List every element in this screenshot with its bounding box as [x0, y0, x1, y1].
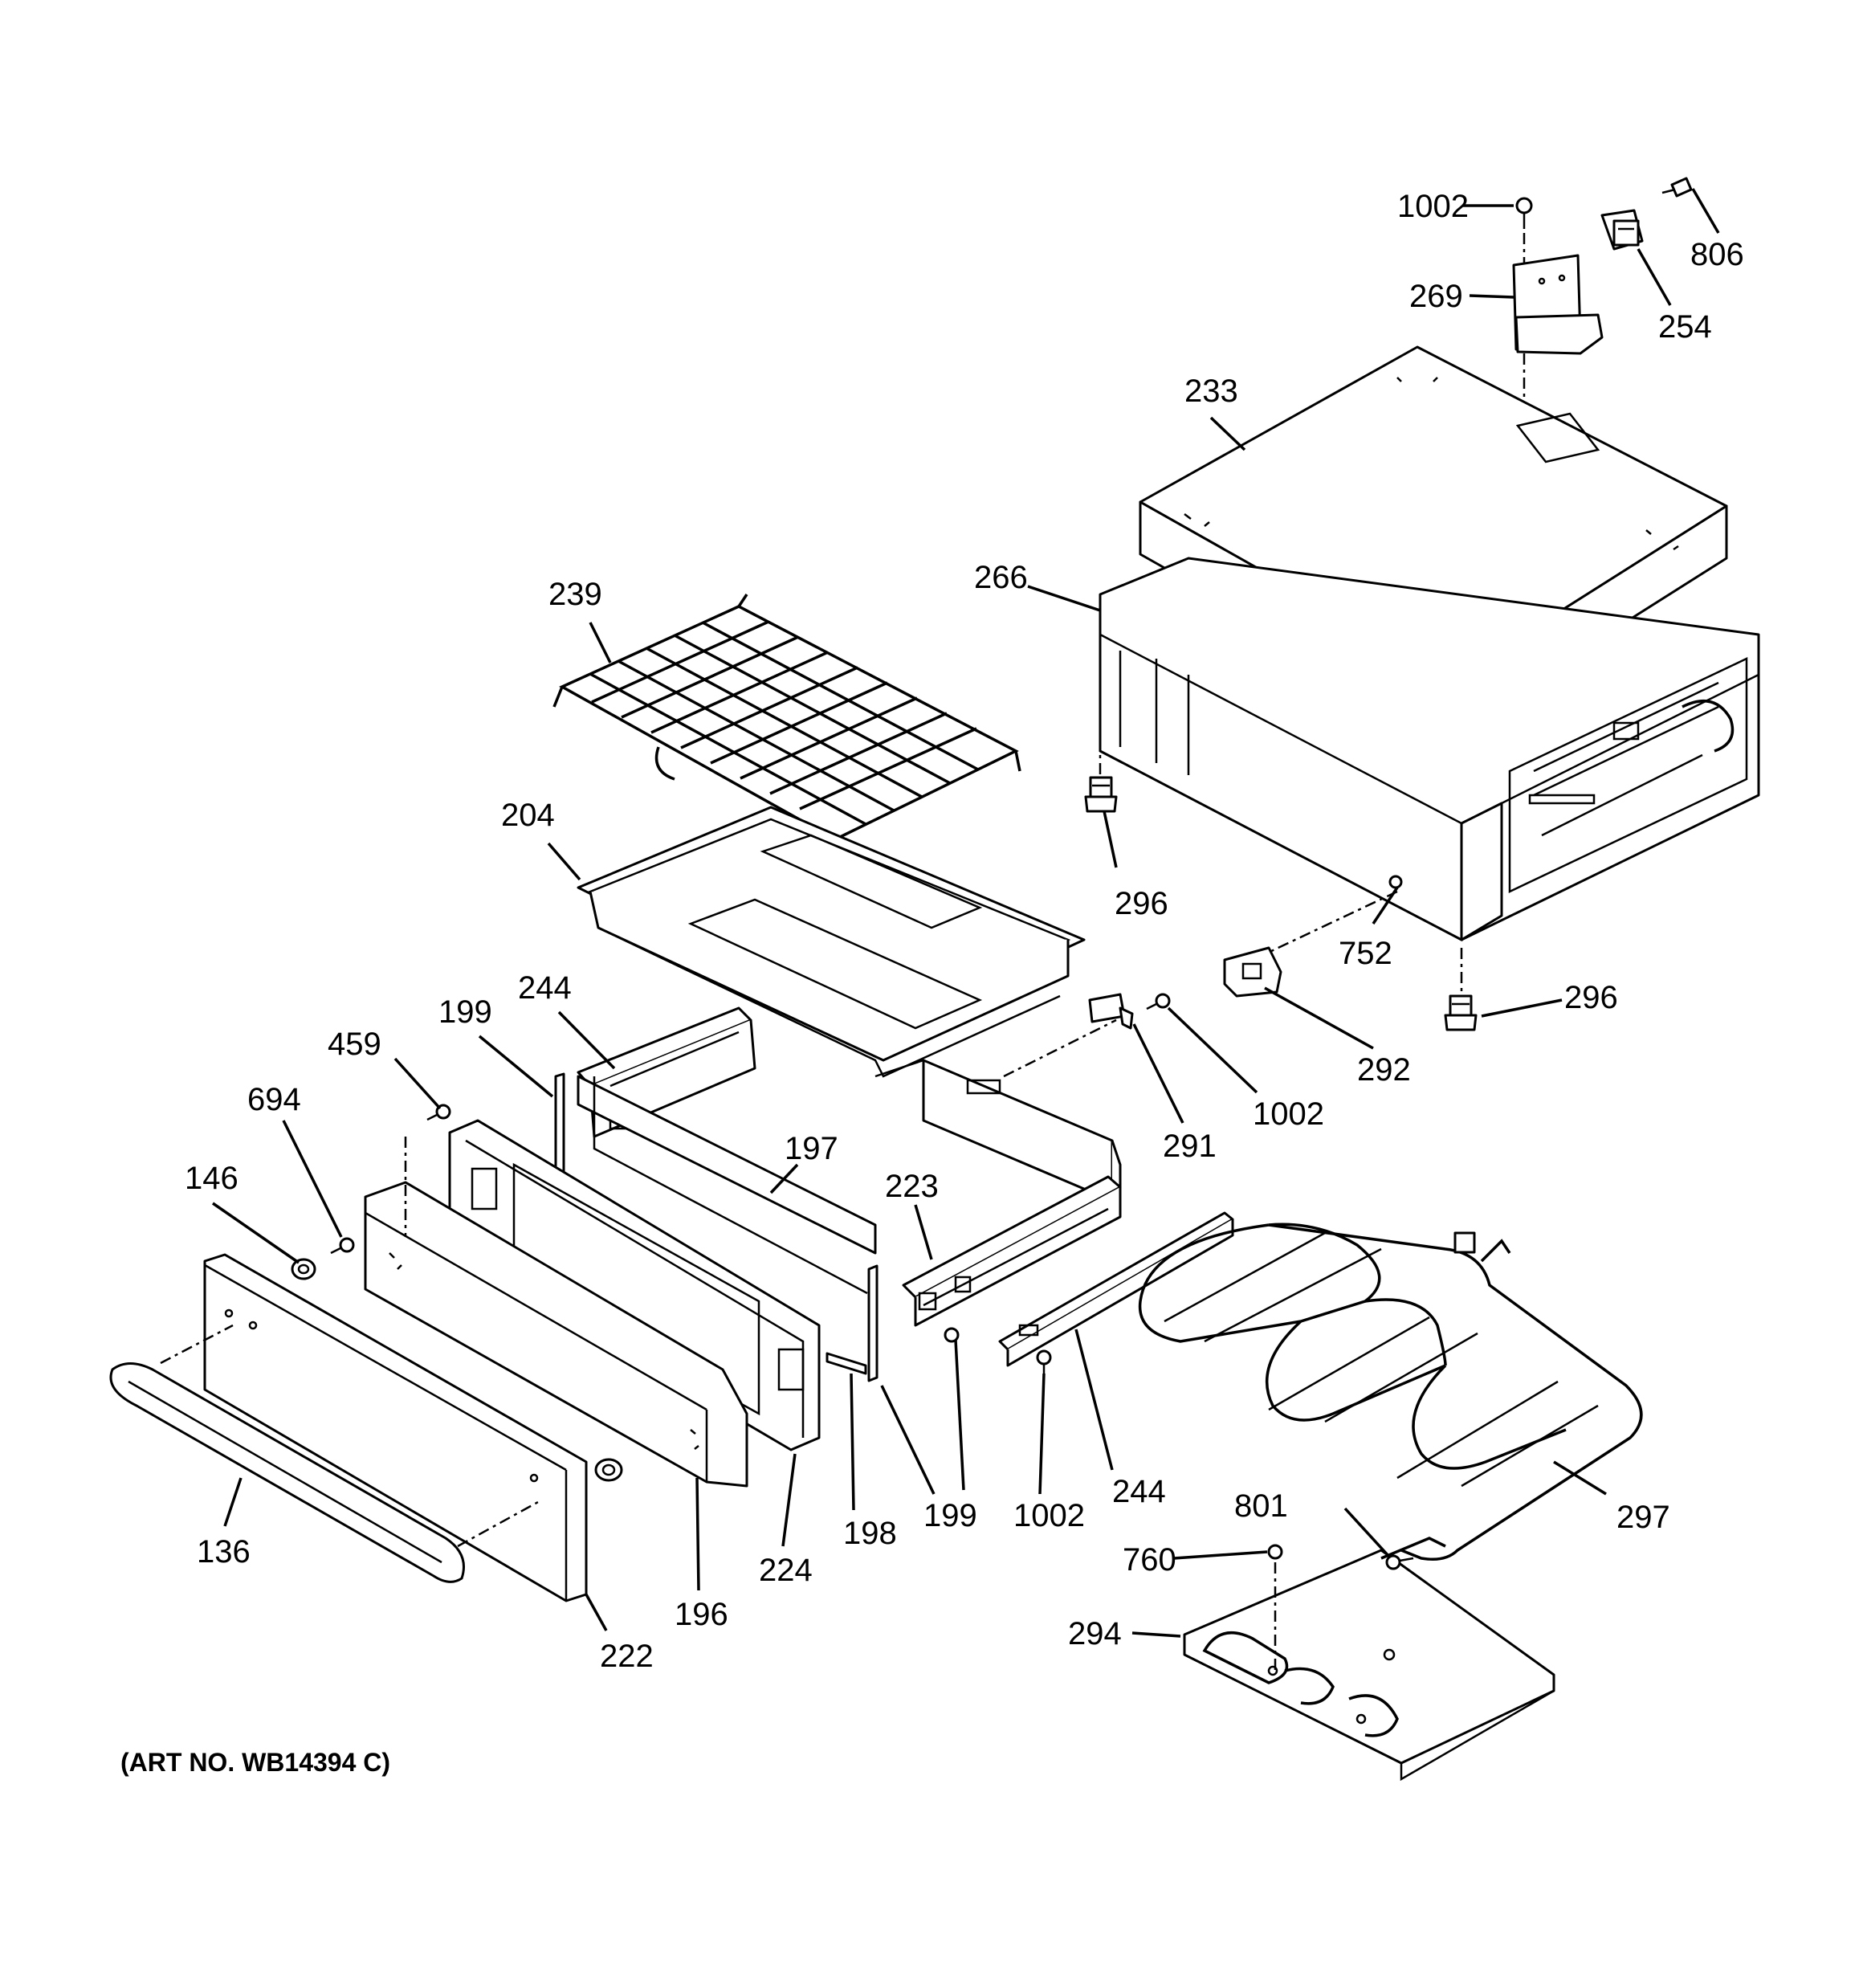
bracket-291	[1088, 993, 1134, 1030]
label-291: 291	[1163, 1129, 1217, 1164]
label-244-right: 244	[1112, 1474, 1166, 1509]
broil-element-297	[1138, 1223, 1643, 1561]
label-199-left: 199	[438, 994, 492, 1030]
label-224: 224	[759, 1553, 813, 1588]
label-233: 233	[1184, 374, 1238, 409]
label-801: 801	[1234, 1488, 1288, 1524]
screw-1002-right	[1146, 993, 1171, 1010]
label-296-left: 296	[1115, 886, 1168, 921]
bracket-269	[1512, 254, 1604, 355]
label-222: 222	[600, 1639, 654, 1674]
slide-rail-198	[826, 1352, 867, 1375]
label-1002-top: 1002	[1397, 189, 1469, 224]
label-254: 254	[1658, 309, 1712, 345]
leveling-leg-296-left	[1084, 776, 1118, 813]
screw-1002-top	[1515, 197, 1533, 229]
drawer-slide-223	[902, 1175, 1122, 1327]
insulation-panel-196	[364, 1181, 748, 1488]
label-204: 204	[501, 798, 555, 833]
label-297: 297	[1616, 1500, 1670, 1535]
alignment-line-292	[1252, 890, 1398, 961]
art-number: (ART NO. WB14394 C)	[120, 1748, 390, 1777]
screw-694	[330, 1237, 355, 1255]
bumper-146-right	[594, 1458, 623, 1482]
label-296-right: 296	[1564, 980, 1618, 1015]
label-223: 223	[885, 1169, 939, 1204]
broiler-pan-204	[577, 806, 1086, 1078]
label-269: 269	[1409, 279, 1463, 314]
label-199-right: 199	[923, 1498, 977, 1533]
oven-body-266	[1099, 557, 1760, 942]
label-294: 294	[1068, 1616, 1122, 1651]
label-760: 760	[1123, 1542, 1176, 1578]
label-1002-right: 1002	[1253, 1096, 1324, 1132]
label-292: 292	[1357, 1052, 1411, 1088]
label-136: 136	[197, 1534, 251, 1570]
label-1002-lower: 1002	[1013, 1498, 1085, 1533]
drawer-handle-136	[109, 1362, 465, 1583]
label-146: 146	[185, 1161, 238, 1196]
screw-801	[1385, 1554, 1414, 1570]
label-239: 239	[548, 577, 602, 612]
drawer-body-197	[577, 1059, 1122, 1295]
label-694: 694	[247, 1082, 301, 1117]
alignment-line-136a	[160, 1324, 234, 1365]
label-196: 196	[675, 1597, 728, 1632]
label-244-left: 244	[518, 970, 572, 1006]
bracket-292	[1223, 946, 1282, 998]
label-266: 266	[974, 560, 1028, 595]
screw-1002-lower-a	[944, 1327, 960, 1343]
label-806: 806	[1690, 237, 1744, 272]
leveling-leg-296-right	[1444, 994, 1478, 1031]
label-198: 198	[843, 1516, 897, 1551]
alignment-line-291	[1003, 1018, 1117, 1078]
slide-rail-199-right	[867, 1264, 879, 1382]
screw-1002-lower-b	[1036, 1349, 1052, 1375]
screw-806	[1661, 177, 1693, 198]
bake-element-cover-294	[1183, 1537, 1555, 1782]
part-number-labels: 1002 806 269 254 233 266 239 296 204 752…	[185, 189, 1744, 1674]
leader-lines	[212, 188, 1720, 1638]
screw-760	[1267, 1544, 1283, 1560]
switch-254	[1600, 209, 1644, 251]
drawer-slide-244-right	[998, 1211, 1234, 1367]
label-459: 459	[328, 1027, 381, 1062]
alignment-line-136b	[457, 1500, 539, 1548]
label-197: 197	[785, 1131, 838, 1166]
bumper-146	[291, 1258, 316, 1280]
label-752: 752	[1339, 936, 1392, 971]
